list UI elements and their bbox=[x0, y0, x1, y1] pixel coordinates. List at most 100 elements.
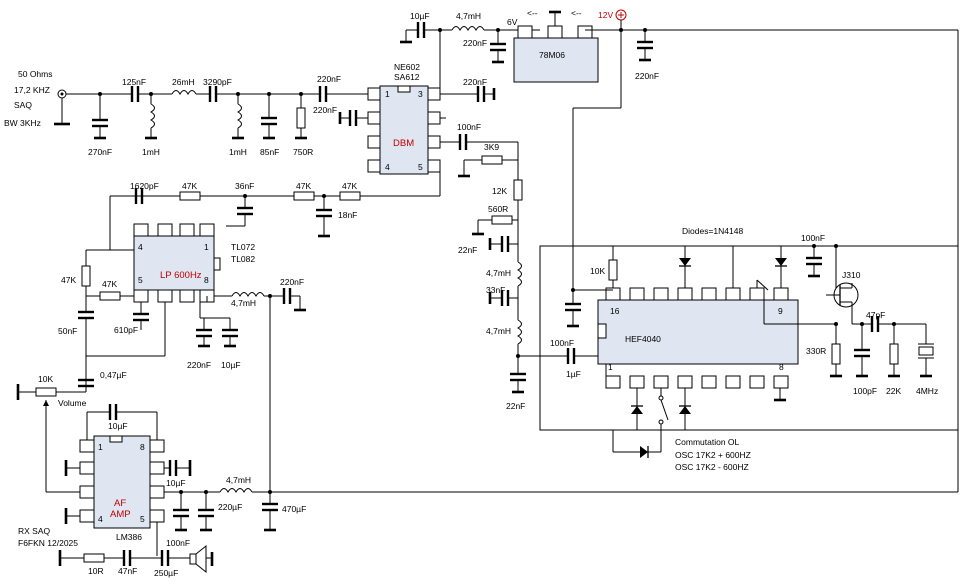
c-250uf-label: 250µF bbox=[154, 568, 178, 578]
hef4040-chip bbox=[597, 299, 799, 365]
r-47k-b-label: 47K bbox=[296, 181, 311, 191]
inductor-1mh-a bbox=[149, 103, 155, 129]
c-47nf-label: 47nF bbox=[118, 566, 137, 576]
divider-pin8: 8 bbox=[779, 362, 784, 372]
c-100nf-div-label: 100nF bbox=[550, 338, 574, 348]
speaker-icon bbox=[189, 553, 197, 565]
amp-name: LM386 bbox=[116, 532, 142, 542]
c-100nf-vco-label: 100nF bbox=[801, 233, 825, 243]
amp-pin5: 5 bbox=[140, 514, 145, 524]
r-3k9-label: 3K9 bbox=[484, 142, 499, 152]
diodes-note: Diodes=1N4148 bbox=[682, 226, 743, 236]
inductor-4-7mh-amp bbox=[219, 488, 253, 494]
l-4-7mh-lpf-label: 4,7mH bbox=[231, 298, 256, 308]
c-220nf-pin2-label: 220nF bbox=[313, 105, 337, 115]
arrow-2: <-- bbox=[571, 8, 582, 18]
diode-top-2 bbox=[775, 258, 787, 266]
credits: RX SAQ F6FKN 12/2025 bbox=[18, 526, 78, 548]
l-4-7mh-osc-b-label: 4,7mH bbox=[486, 326, 511, 336]
c-47pf-label: 47pF bbox=[866, 310, 885, 320]
inductor-1mh-b bbox=[236, 103, 242, 129]
v12-label: 12V bbox=[598, 10, 613, 20]
c-100nf-amp-label: 100nF bbox=[166, 538, 190, 548]
credit-line-1: RX SAQ bbox=[18, 526, 51, 536]
c-220nf-dec2-label: 220nF bbox=[463, 38, 487, 48]
r-47k-a-label: 47K bbox=[182, 181, 197, 191]
divider-name: HEF4040 bbox=[625, 334, 661, 344]
amp-pin4: 4 bbox=[98, 514, 103, 524]
c-270nf-label: 270nF bbox=[88, 147, 112, 157]
dbm-label: DBM bbox=[393, 138, 414, 149]
c-220uf-label: 220µF bbox=[218, 502, 242, 512]
resistor-47k-e bbox=[99, 291, 121, 301]
commutation-switch[interactable] bbox=[658, 395, 664, 401]
c-22nf-b-label: 22nF bbox=[506, 401, 525, 411]
resistor-47k-a bbox=[179, 191, 201, 201]
inductor-4-7mh-supply bbox=[451, 26, 485, 32]
resistor-10r bbox=[83, 553, 105, 563]
osc-filter-section: 3K9 12K 560R 22nF 4,7mH 33nF 4,7mH bbox=[458, 142, 568, 411]
c-047uf-label: 0,47µF bbox=[100, 370, 127, 380]
diode-bottom-1 bbox=[631, 406, 643, 414]
mixer-pin5: 5 bbox=[418, 162, 423, 172]
divider-pin9: 9 bbox=[778, 306, 783, 316]
chip-tl082: TL082 bbox=[231, 254, 255, 264]
osc-minus-label: OSC 17K2 - 600HZ bbox=[675, 462, 749, 472]
input-bandwidth: BW 3KHz bbox=[4, 118, 41, 128]
mixer-pin1: 1 bbox=[385, 89, 390, 99]
r-47k-c-label: 47K bbox=[342, 181, 357, 191]
c-22nf-a-label: 22nF bbox=[458, 245, 477, 255]
ne602-chip bbox=[379, 85, 429, 175]
lpf-pin5: 5 bbox=[138, 275, 143, 285]
divider-border bbox=[539, 245, 959, 431]
commutation-label: Commutation OL bbox=[675, 437, 740, 447]
amp-label-2: AMP bbox=[110, 509, 131, 520]
amp-pin1: 1 bbox=[98, 442, 103, 452]
c-36nf-label: 36nF bbox=[235, 181, 254, 191]
inductor-4-7mh-osc-b bbox=[516, 319, 522, 345]
mixer-pin3: 3 bbox=[418, 89, 423, 99]
amp-label-1: AF bbox=[114, 498, 126, 509]
regulator-name: 78M06 bbox=[539, 50, 565, 60]
xtal-label: 4MHz bbox=[916, 386, 938, 396]
l-4-7mh-dec-label: 4,7mH bbox=[456, 11, 481, 21]
resistor-330r bbox=[831, 343, 841, 365]
c-50nf-label: 50nF bbox=[58, 326, 77, 336]
resistor-47k-c bbox=[339, 191, 361, 201]
c-10uf-lpf-label: 10µF bbox=[221, 360, 241, 370]
mixer-name-1: NE602 bbox=[394, 62, 420, 72]
mixer-section: NE602 SA612 1 3 4 5 DBM 220nF 220nF bbox=[313, 11, 540, 196]
c-1620pf-label: 1620pF bbox=[130, 181, 159, 191]
c-220nf-out-label: 220nF bbox=[463, 77, 487, 87]
resistor-560r bbox=[491, 215, 513, 225]
chip-tl072: TL072 bbox=[231, 242, 255, 252]
volume-potentiometer[interactable] bbox=[35, 387, 57, 397]
c-18nf-label: 18nF bbox=[338, 210, 357, 220]
c-220nf-lpf2-label: 220nF bbox=[187, 360, 211, 370]
inductor-4-7mh-osc-a bbox=[516, 261, 522, 287]
resistor-47k-b bbox=[293, 191, 315, 201]
c-10uf-dec-label: 10µF bbox=[410, 11, 430, 21]
c-220nf-reg-label: 220nF bbox=[635, 71, 659, 81]
lpf-label: LP 600Hz bbox=[160, 270, 202, 281]
credit-line-2: F6FKN 12/2025 bbox=[18, 538, 78, 548]
arrow-1: <-- bbox=[527, 8, 538, 18]
c-125nf-label: 125nF bbox=[122, 77, 146, 87]
r-12k-label: 12K bbox=[492, 186, 507, 196]
c-10uf-amp2-label: 10µF bbox=[166, 478, 186, 488]
lpf-pin1: 1 bbox=[204, 242, 209, 252]
volume-label: Volume bbox=[58, 398, 87, 408]
lpf-pin4: 4 bbox=[138, 242, 143, 252]
l-4-7mh-osc-a-label: 4,7mH bbox=[486, 268, 511, 278]
vco-section: 100nF J310 330R 100pF 47pF 22K bbox=[801, 233, 938, 396]
r-560r-label: 560R bbox=[488, 204, 508, 214]
lpf-pin8: 8 bbox=[204, 275, 209, 285]
input-frequency: 17,2 KHZ bbox=[14, 85, 50, 95]
c-3290pf-label: 3290pF bbox=[203, 77, 232, 87]
af-amp-section: 10K Volume 1 8 4 5 AF AMP LM386 10µF bbox=[16, 374, 958, 578]
divider-pin1: 1 bbox=[608, 362, 613, 372]
lowpass-filter-section: 1620pF 47K 36nF 47K 47K 18nF bbox=[58, 181, 440, 492]
resistor-12k bbox=[513, 179, 523, 201]
diode-top-1 bbox=[679, 258, 691, 266]
